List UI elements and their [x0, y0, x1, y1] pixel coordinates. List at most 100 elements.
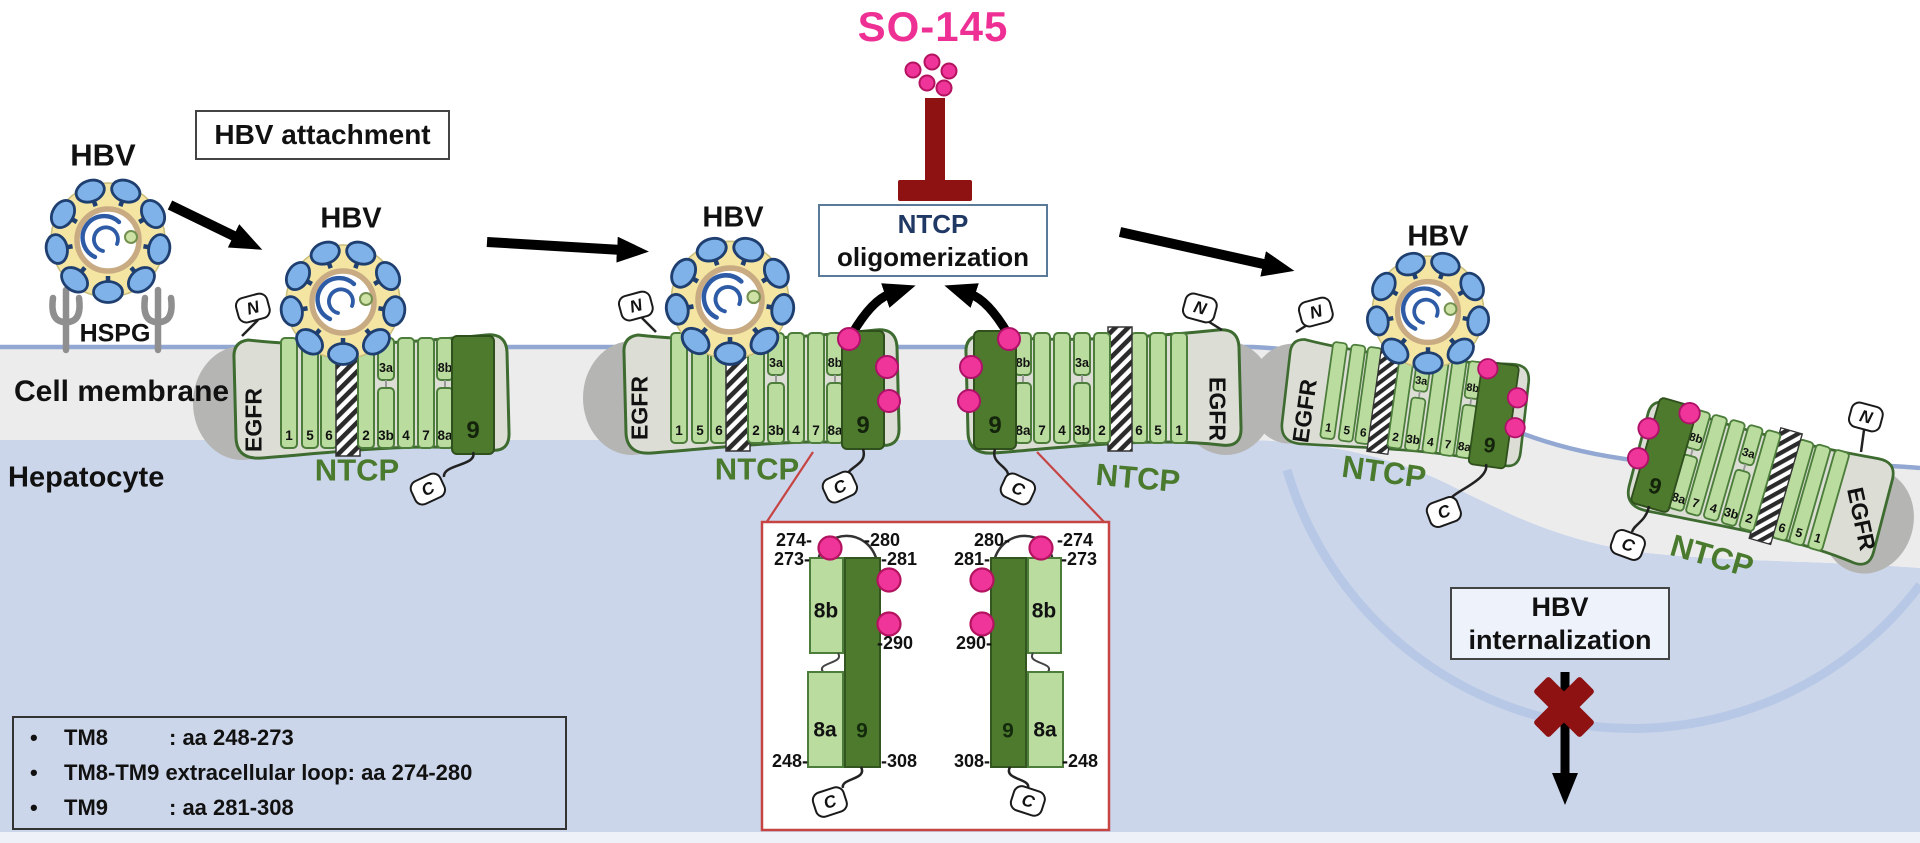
surface-protein-spike-icon [695, 236, 728, 263]
tm-legend-box: • TM8 : aa 248-273 • TM8-TM9 extracellul… [12, 716, 567, 830]
ntcp-label-3: NTCP [1094, 456, 1182, 500]
so145-residue-dot [959, 355, 983, 379]
tm-bar-label: 2 [1098, 423, 1106, 438]
c-terminus-link [442, 451, 475, 478]
tm-bar-label: 2 [362, 428, 370, 443]
surface-protein-spike-icon [1381, 337, 1410, 365]
tm-bar-label: 7 [1690, 496, 1701, 511]
tm-bar-label: 7 [1038, 423, 1046, 438]
tm-bar-label: 8a [1670, 490, 1688, 508]
inset-right-281: 281- [953, 549, 990, 569]
surface-protein-spike-icon [1430, 251, 1461, 277]
tm-bar-label: 1 [1175, 423, 1183, 438]
tm-bar-label: 5 [306, 428, 314, 443]
hbv-label-2: HBV [320, 202, 382, 235]
inset-left-273: 273- [773, 549, 810, 569]
surface-protein-spike-icon [680, 326, 711, 356]
so145-residue-dot [1678, 402, 1701, 425]
egfr-label-3: EGFR [1204, 377, 1231, 441]
inset-left-8b: 8b [813, 599, 839, 623]
tm-bar-label: 1 [675, 423, 683, 438]
inset-right-308: 308- [953, 751, 990, 771]
surface-protein-spike-icon [345, 240, 377, 266]
tm-bar-label: 6 [325, 428, 333, 443]
segment-link [1469, 398, 1473, 406]
tm-bar-label: 2 [752, 423, 760, 438]
tm-bar-label: 5 [1154, 423, 1162, 438]
hbv-virion [44, 178, 172, 304]
tm-bar-label: 7 [1444, 437, 1453, 452]
tm-bar-label: 1 [285, 428, 293, 443]
n-terminus-link [241, 319, 259, 337]
viral-dna-spiral-icon [327, 287, 355, 315]
so145-residue-dot [1506, 387, 1529, 409]
egfr-label-2: EGFR [626, 376, 653, 440]
polymerase-dot-icon [1443, 302, 1458, 316]
tm-bar-label: 6 [715, 423, 723, 438]
so145-title: SO-145 [857, 3, 1009, 50]
surface-protein-spike-icon [762, 257, 790, 289]
surface-protein-spike-icon [1395, 251, 1426, 277]
inset-left-8a: 8a [813, 718, 837, 742]
so145-residue-dot [1637, 417, 1660, 440]
c-tail-left [841, 766, 864, 789]
tm8-tm9-inset [760, 520, 1111, 832]
surface-protein-spike-icon [295, 328, 324, 356]
surface-protein-spike-icon [327, 342, 359, 366]
inset-left-9: 9 [856, 719, 868, 743]
surface-protein-spike-icon [1459, 271, 1485, 302]
surface-protein-spike-icon [382, 295, 407, 327]
legend-row-tm8: • TM8 : aa 248-273 [30, 725, 549, 751]
legend-name: TM8 [64, 725, 108, 750]
surface-protein-spike-icon [284, 260, 311, 292]
viral-dna-spiral-icon [701, 273, 744, 320]
tm-bar-label: 3a [769, 356, 784, 370]
so145-residue-dot [997, 327, 1021, 351]
tm-bar-label: 3b [378, 428, 394, 443]
viral-dna-spiral-icon [92, 225, 120, 253]
tm-bar-label: 8a [1457, 439, 1472, 455]
surface-protein-spike-icon [1366, 305, 1390, 337]
surface-protein-spike-icon [44, 233, 69, 265]
surface-protein-spike-icon [362, 328, 391, 356]
tm-lower-segment [1404, 396, 1427, 452]
hepatocyte-label: Hepatocyte [8, 461, 165, 494]
so145-residue-dot [877, 389, 901, 413]
tm-bar [1738, 429, 1782, 532]
hbv-label-4: HBV [1407, 220, 1469, 253]
tm9-bar [844, 557, 881, 768]
hbv-label-1: HBV [70, 137, 136, 173]
segment-link [1742, 463, 1747, 472]
tm-bar-label: 3a [1740, 446, 1756, 461]
polymerase-dot-icon [746, 289, 761, 305]
surface-protein-spike-icon [1371, 271, 1397, 302]
legend-value: : aa 248-273 [169, 725, 294, 750]
tm-bar-label: 3a [1414, 374, 1429, 388]
ntcp-oligomerization-box: NTCP oligomerization [818, 204, 1048, 277]
n-terminus-link [641, 317, 657, 333]
hbv-label-3: HBV [702, 201, 764, 234]
tm-bar-label: 8a [1015, 423, 1031, 438]
tm-bar-label: 4 [1426, 435, 1435, 450]
tm-bar [280, 337, 298, 449]
arrow-step2 [486, 236, 649, 263]
ntcp-label-2: NTCP [714, 451, 800, 487]
tm8a-bar-right [1027, 671, 1064, 768]
legend-value: : aa 281-308 [169, 795, 294, 820]
viral-dna-spiral-icon [1412, 297, 1440, 325]
surface-protein-spike-icon [74, 178, 106, 204]
inset-left-248: 248- [771, 751, 808, 771]
inset-right-280: 280- [973, 530, 1010, 550]
so145-residue-dots-left [817, 535, 902, 637]
so145-residue-dot [837, 327, 861, 351]
surface-protein-spike-icon [92, 280, 124, 304]
tm-bar-label: 8a [827, 423, 843, 438]
bullet-icon: • [30, 795, 38, 820]
inset-right-290: 290- [955, 633, 992, 653]
so145-residue-dots-right [969, 535, 1054, 637]
